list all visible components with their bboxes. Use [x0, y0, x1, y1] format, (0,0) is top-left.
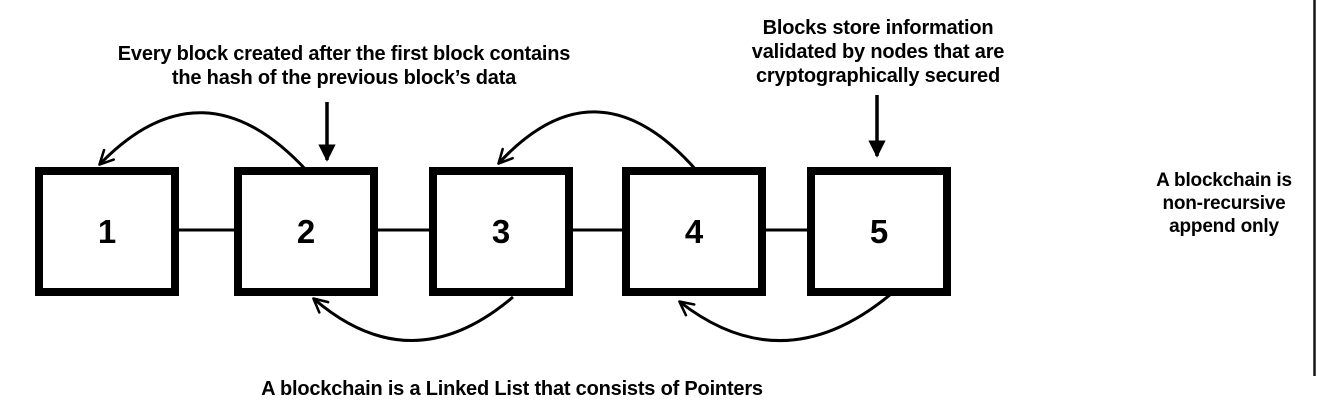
append-only-note: A blockchain is non-recursive append onl…: [1124, 169, 1317, 238]
block-5: 5: [807, 167, 951, 296]
linked-list-caption-text: A blockchain is a Linked List that consi…: [261, 378, 763, 400]
block-2-label: 2: [296, 213, 316, 250]
block-3-label: 3: [491, 213, 511, 250]
append-only-note-line-2: non-recursive: [1162, 193, 1286, 214]
hash-note-line-1: Every block created after the first bloc…: [117, 43, 571, 65]
block-1-label: 1: [97, 213, 117, 250]
prev-hash-arc-2-to-1-icon: [98, 111, 309, 173]
block-1: 1: [35, 167, 179, 296]
pointer-arc-5-to-4-icon: [678, 292, 892, 342]
validation-note: Blocks store information validated by no…: [738, 16, 1018, 88]
append-only-note-line-1: A blockchain is: [1156, 170, 1292, 191]
block-2: 2: [234, 167, 378, 296]
block-5-label: 5: [869, 213, 889, 250]
validation-note-line-3: cryptographically secured: [756, 65, 1000, 87]
validation-note-line-2: validated by nodes that are: [751, 41, 1005, 63]
validation-note-line-1: Blocks store information: [762, 17, 994, 39]
pointer-arc-3-to-2-icon: [312, 295, 514, 342]
prev-hash-arc-4-to-3-icon: [497, 110, 699, 172]
block-3: 3: [429, 167, 573, 296]
block-4: 4: [622, 167, 766, 296]
append-only-note-line-3: append only: [1169, 216, 1279, 237]
block-4-label: 4: [684, 213, 704, 250]
linked-list-caption: A blockchain is a Linked List that consi…: [232, 377, 792, 401]
hash-note-line-2: the hash of the previous block’s data: [171, 67, 517, 89]
hash-note: Every block created after the first bloc…: [104, 42, 584, 90]
